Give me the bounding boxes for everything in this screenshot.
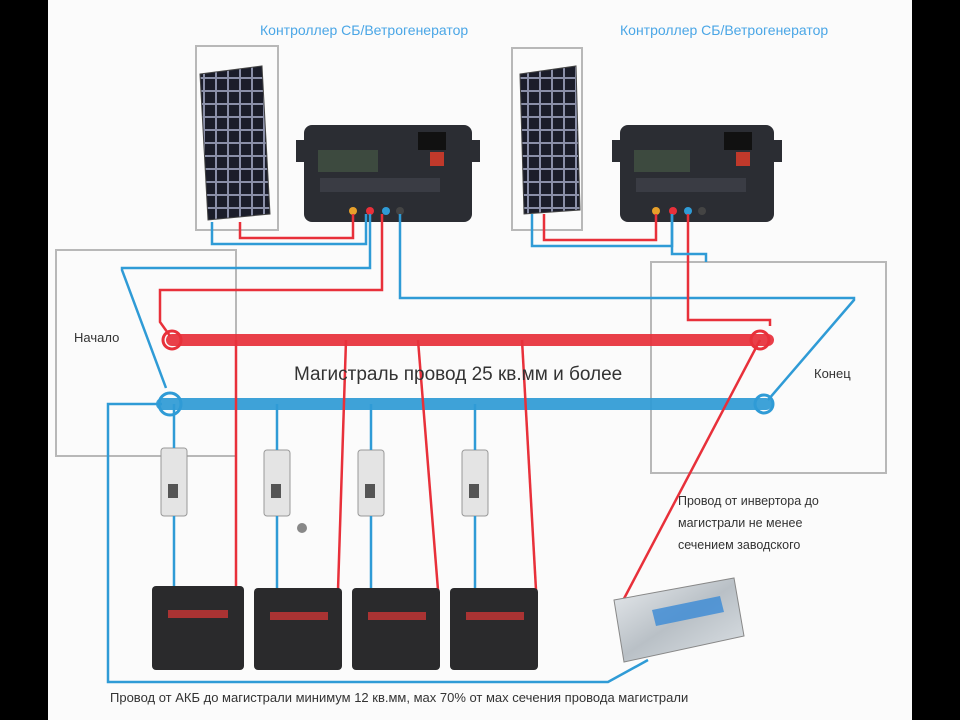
controller-title-2: Контроллер СБ/Ветрогенератор <box>620 22 829 38</box>
controller-bus-wires <box>120 214 856 401</box>
inverter-icon <box>613 577 745 663</box>
bolt-icon <box>297 523 307 533</box>
charge-controller-icon <box>296 125 480 222</box>
main-wire-label: Магистраль провод 25 кв.мм и более <box>294 364 623 385</box>
battery-wires <box>172 339 538 591</box>
end-label: Конец <box>814 366 851 381</box>
inverter-wire <box>616 339 762 611</box>
circuit-breaker-icon <box>263 449 291 517</box>
battery-wire-note: Провод от АКБ до магистрали минимум 12 к… <box>110 690 689 705</box>
battery-icon <box>152 586 244 670</box>
battery-icon <box>450 588 538 670</box>
positive-bus <box>161 329 774 351</box>
circuit-breaker-icon <box>357 449 385 517</box>
battery-icon <box>352 588 440 670</box>
inverter-note-line-2: магистрали не менее <box>678 516 803 530</box>
battery-icon <box>254 588 342 670</box>
inverter-note-line-1: Провод от инвертора до <box>678 494 819 508</box>
diagram-canvas: Контроллер СБ/Ветрогенератор Контроллер … <box>48 0 912 720</box>
battery-return-wire <box>106 402 649 684</box>
charge-controller-icon <box>612 125 782 222</box>
wiring-diagram <box>55 45 887 684</box>
negative-bus <box>156 391 775 417</box>
solar-panel-icon <box>199 65 271 221</box>
inverter-note-line-3: сечением заводского <box>678 538 801 552</box>
solar-panel-icon <box>519 65 581 215</box>
circuit-breaker-icon <box>160 447 188 517</box>
controller-title-1: Контроллер СБ/Ветрогенератор <box>260 22 469 38</box>
start-label: Начало <box>74 330 120 345</box>
circuit-breaker-icon <box>461 449 489 517</box>
